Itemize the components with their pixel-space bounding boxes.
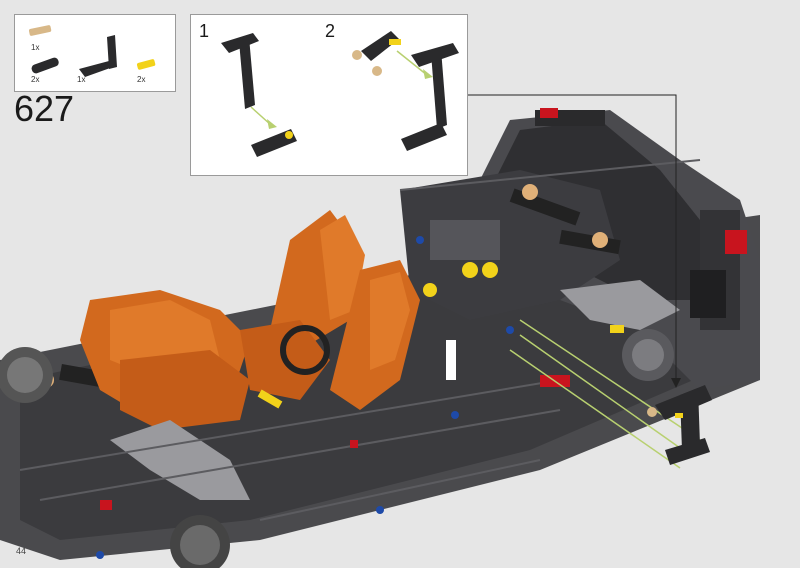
beige-connector-pin-icon	[28, 25, 52, 36]
substep-number: 1	[199, 21, 210, 41]
step-number: 627	[14, 88, 75, 129]
black-short-beam-icon	[31, 57, 59, 74]
car-chassis	[0, 108, 760, 568]
assembly-guide-lines	[509, 319, 701, 469]
substep-number: 2	[325, 21, 336, 41]
substep-1-illustration	[221, 33, 297, 157]
part-qty: 1x	[77, 75, 86, 84]
part-qty: 2x	[137, 75, 146, 84]
substep-panel: 1 2	[190, 14, 468, 176]
callout-arrow-line	[466, 94, 677, 380]
substep-2-illustration	[352, 31, 459, 151]
yellow-axle-pin-icon	[136, 59, 156, 70]
part-qty: 2x	[31, 75, 40, 84]
front-wheel	[0, 347, 230, 568]
black-angled-beam-icon	[79, 35, 117, 77]
part-qty: 1x	[31, 43, 40, 52]
callout-arrowhead	[671, 378, 681, 388]
parts-list-panel: 1x 2x 1x 2x	[14, 14, 176, 92]
subassembly-to-attach	[647, 385, 712, 465]
page-number: 44	[16, 546, 27, 556]
